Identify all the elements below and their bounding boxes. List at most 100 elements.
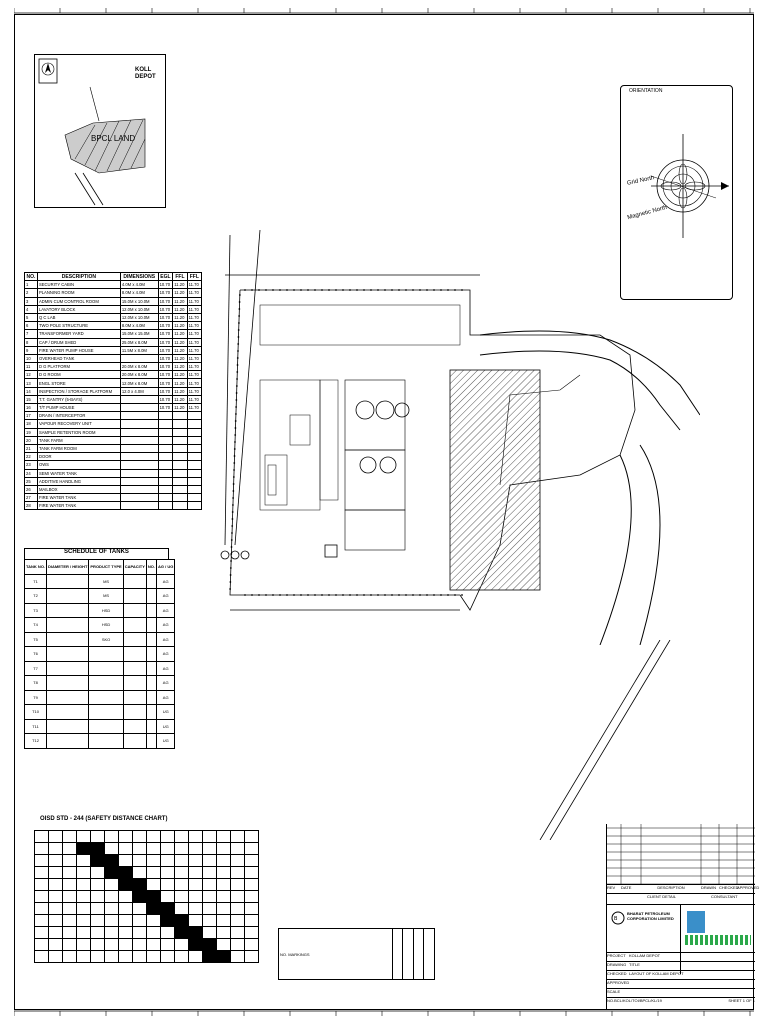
chart-cell bbox=[174, 878, 189, 891]
chart-cell bbox=[244, 926, 259, 939]
table-cell bbox=[145, 675, 158, 691]
table-cell: 9 bbox=[24, 345, 38, 355]
revision-header-row: REV DATE DESCRIPTION DRAWN CHECKED APPRO… bbox=[607, 884, 759, 894]
legend-cell bbox=[402, 928, 414, 980]
chart-cell bbox=[62, 914, 77, 927]
chart-cell bbox=[244, 890, 259, 903]
table-cell bbox=[119, 501, 159, 511]
table-cell: 20 bbox=[24, 435, 38, 445]
chart-cell bbox=[34, 926, 49, 939]
table-cell: 28 bbox=[24, 501, 38, 511]
tank-schedule-title: SCHEDULE OF TANKS bbox=[24, 548, 169, 559]
table-cell: MAILBOX bbox=[36, 484, 121, 495]
chart-cell bbox=[160, 878, 175, 891]
drawing-number: NO.BCL/KOL/TOI/BPCL/KL/19 bbox=[607, 998, 662, 1003]
table-cell bbox=[122, 689, 147, 705]
chart-cell bbox=[118, 878, 133, 891]
chart-cell bbox=[62, 902, 77, 915]
table-cell: INSPECTION / STORAGE PLATFORM bbox=[36, 386, 121, 396]
table-cell: 12.0M x 10.0M bbox=[119, 312, 159, 323]
table-cell bbox=[119, 402, 159, 413]
table-cell: FIRE WATER TANK bbox=[36, 501, 121, 511]
table-row bbox=[34, 866, 259, 879]
table-cell: 25.0M x 8.0M bbox=[119, 337, 159, 347]
chart-cell bbox=[160, 890, 175, 903]
chart-cell bbox=[76, 878, 91, 891]
table-cell: AG bbox=[156, 602, 176, 618]
chart-cell bbox=[76, 926, 91, 939]
table-row bbox=[34, 842, 259, 855]
chart-cell bbox=[132, 902, 147, 915]
chart-cell bbox=[230, 914, 245, 927]
chart-cell bbox=[174, 866, 189, 879]
chart-cell bbox=[118, 914, 133, 927]
table-cell: TANK FARM ROOM bbox=[36, 443, 121, 454]
key-map-land-label: BPCL LAND bbox=[91, 134, 136, 143]
chart-cell bbox=[118, 866, 133, 879]
chart-cell bbox=[104, 878, 119, 891]
consultant-logo-box bbox=[681, 904, 755, 974]
table-cell: MS bbox=[88, 588, 124, 604]
table-cell bbox=[122, 631, 147, 647]
table-cell: T10 bbox=[23, 704, 48, 720]
table-cell bbox=[145, 689, 158, 705]
sheet-number: SHEET 1 OF 1 bbox=[728, 998, 755, 1003]
table-cell: 27 bbox=[24, 493, 38, 503]
table-cell: TWO POLE STRUCTURE bbox=[36, 321, 121, 331]
chart-cell bbox=[202, 938, 217, 951]
chart-cell bbox=[90, 950, 105, 963]
table-cell: AG bbox=[156, 689, 176, 705]
table-cell bbox=[122, 588, 147, 604]
tank-table-header: TANK NO. bbox=[23, 559, 48, 575]
table-cell: 13 bbox=[24, 378, 38, 388]
title-label: TITLE bbox=[629, 962, 640, 967]
chart-cell bbox=[244, 854, 259, 867]
tank-table-header: AG / UG bbox=[156, 559, 176, 575]
table-row bbox=[34, 902, 259, 915]
table-cell: T.T. GANTRY (5-BAYS) bbox=[36, 394, 121, 405]
table-cell: T7 bbox=[23, 660, 48, 676]
chart-cell bbox=[230, 926, 245, 939]
table-cell: OVERHEAD TANK bbox=[36, 353, 121, 364]
table-cell: AG bbox=[156, 588, 176, 604]
chart-cell bbox=[48, 842, 63, 855]
chart-cell bbox=[146, 950, 161, 963]
rev-col-checked: CHECKED bbox=[719, 885, 739, 890]
safety-distance-chart bbox=[34, 830, 259, 963]
table-cell bbox=[119, 353, 159, 364]
chart-cell bbox=[118, 926, 133, 939]
chart-cell bbox=[146, 854, 161, 867]
chart-cell bbox=[90, 830, 105, 843]
chart-cell bbox=[34, 878, 49, 891]
table-cell bbox=[119, 452, 159, 462]
table-cell bbox=[119, 419, 159, 429]
chart-cell bbox=[216, 890, 231, 903]
revision-grid bbox=[607, 824, 755, 884]
approved-label: APPROVED bbox=[607, 980, 630, 985]
checked-label: CHECKED bbox=[607, 971, 627, 976]
svg-text:B: B bbox=[614, 916, 618, 922]
chart-cell bbox=[90, 938, 105, 951]
table-cell: CAP / DRUM SHED bbox=[36, 337, 121, 347]
legend-cell bbox=[392, 928, 404, 980]
table-cell: DOOR bbox=[36, 452, 121, 462]
chart-cell bbox=[188, 842, 203, 855]
chart-cell bbox=[146, 842, 161, 855]
table-cell: 10.70 bbox=[157, 296, 174, 306]
chart-cell bbox=[104, 854, 119, 867]
chart-cell bbox=[174, 830, 189, 843]
chart-cell bbox=[104, 926, 119, 939]
table-cell bbox=[145, 660, 158, 676]
table-cell: T9 bbox=[23, 689, 48, 705]
rev-col-rev: REV bbox=[607, 885, 616, 890]
chart-cell bbox=[216, 914, 231, 927]
table-cell: SAMPLE RETENTION ROOM bbox=[36, 427, 121, 437]
table-cell: HSD bbox=[88, 602, 124, 618]
approach-road-lines bbox=[539, 640, 671, 840]
table-cell: 8.0M x 4.0M bbox=[119, 288, 159, 298]
